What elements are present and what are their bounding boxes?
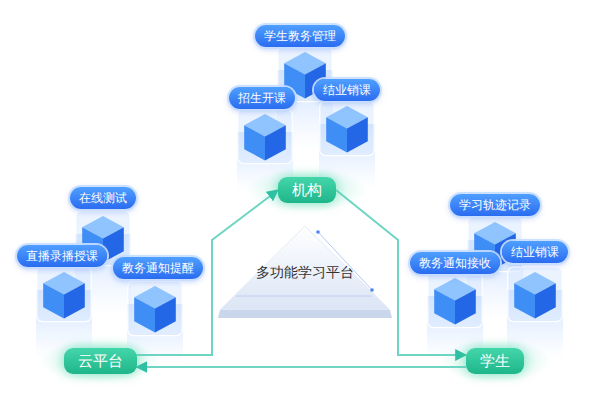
feature-tag: 结业销课 [502, 241, 568, 263]
feature-tag: 教务通知接收 [410, 252, 500, 274]
node-text: 结业销课 [511, 245, 559, 259]
platform-label: 多功能学习平台 [252, 262, 358, 283]
node-text: 教务通知接收 [419, 256, 491, 270]
group-label: 学生 [466, 348, 524, 374]
label-glow [40, 168, 550, 383]
node-text: 在线测试 [79, 191, 127, 205]
platform-pyramid [218, 226, 392, 318]
feature-tag: 在线测试 [70, 187, 136, 209]
node-text: 机构 [292, 181, 322, 199]
feature-tag: 直播录播授课 [17, 245, 107, 267]
node-text: 学习轨迹记录 [459, 198, 531, 212]
group-label: 云平台 [64, 348, 137, 374]
feature-tag: 学生教务管理 [255, 25, 345, 47]
feature-tag: 学习轨迹记录 [450, 194, 540, 216]
flow-arrow [137, 366, 467, 368]
cube-icon [37, 47, 562, 335]
node-text: 教务通知提醒 [122, 261, 194, 275]
node-text: 结业销课 [323, 83, 371, 97]
node-text: 学生 [480, 352, 510, 370]
glow-column [36, 70, 563, 364]
feature-tag: 结业销课 [314, 79, 380, 101]
node-text: 云平台 [78, 352, 123, 370]
node-text: 招生开课 [238, 91, 286, 105]
feature-tag: 教务通知提醒 [113, 257, 203, 279]
group-label: 机构 [278, 177, 336, 203]
node-text: 多功能学习平台 [256, 264, 354, 281]
node-text: 直播录播授课 [26, 249, 98, 263]
feature-tag: 招生开课 [229, 87, 295, 109]
node-text: 学生教务管理 [264, 29, 336, 43]
